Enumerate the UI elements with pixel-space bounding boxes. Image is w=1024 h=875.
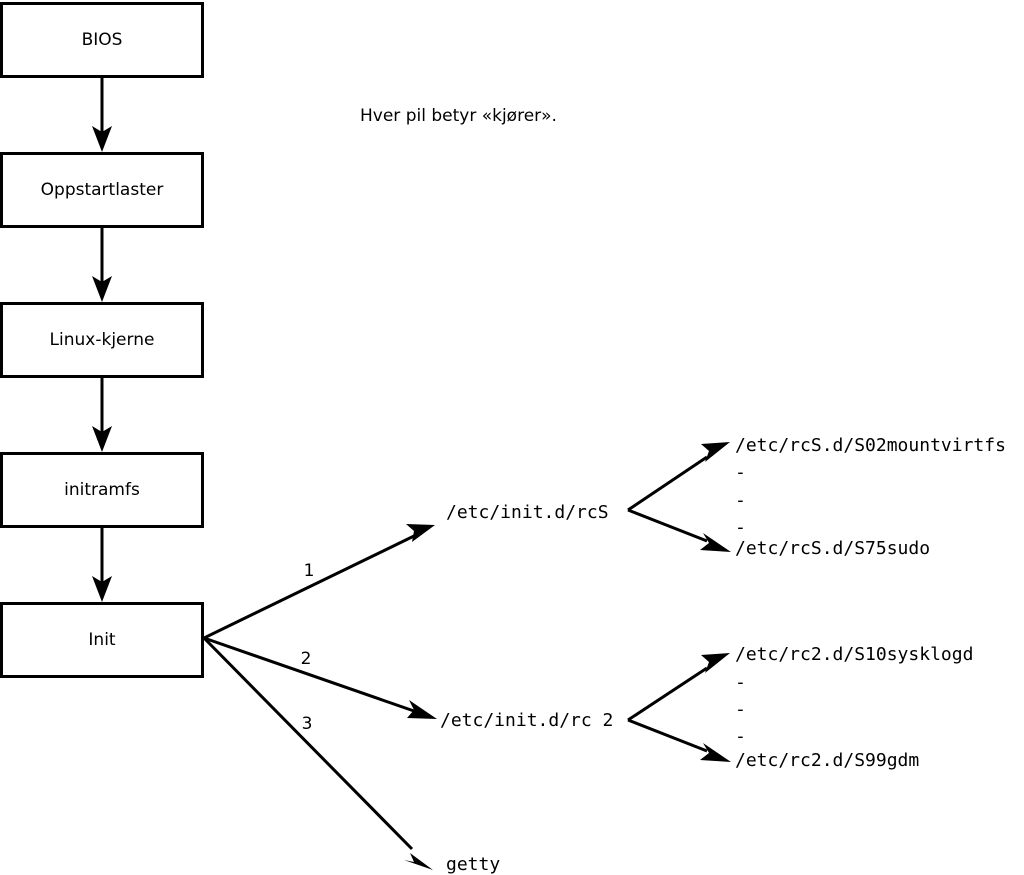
- node-bios-box[interactable]: [0, 2, 204, 78]
- node-bootloader-label: Oppstartlaster: [41, 180, 164, 200]
- node-kernel-label: Linux-kjerne: [50, 330, 155, 350]
- label-init-d-rc2: /etc/init.d/rc 2: [440, 710, 613, 731]
- label-rcs-dash-1: -: [735, 462, 746, 483]
- arrow-init-to-rcs: 1: [203, 524, 435, 640]
- arrow-bios-to-bootloader: [92, 77, 112, 152]
- arrow-init-to-rcs-line: [203, 534, 415, 640]
- arrow-rcs-to-last-script: [627, 508, 731, 552]
- node-init-box[interactable]: [0, 602, 204, 678]
- arrow-kernel-to-initramfs: [92, 377, 112, 452]
- arrow-rcs-to-first-script-line: [627, 455, 708, 512]
- node-initramfs-label: initramfs: [64, 480, 140, 500]
- node-initramfs[interactable]: initramfs: [0, 452, 204, 528]
- edge-label-2: 2: [301, 649, 312, 669]
- arrow-bootloader-to-kernel: [92, 227, 112, 302]
- label-rcs-script-first: /etc/rcS.d/S02mountvirtfs: [735, 435, 1006, 456]
- node-bootloader[interactable]: Oppstartlaster: [0, 152, 204, 228]
- legend-note: Hver pil betyr «kjører».: [360, 106, 557, 126]
- node-bios[interactable]: BIOS: [0, 2, 204, 78]
- arrow-rc2-to-first-script: [627, 653, 730, 722]
- label-rc2-dash-2: -: [735, 699, 746, 720]
- node-init[interactable]: Init: [0, 602, 204, 678]
- arrow-init-to-getty: 3: [202, 636, 433, 870]
- arrow-rcs-to-first-script-head: [701, 442, 730, 462]
- node-kernel-box[interactable]: [0, 302, 204, 378]
- edge-label-3: 3: [302, 714, 313, 734]
- arrow-initramfs-to-init: [92, 527, 112, 602]
- arrow-kernel-to-initramfs-head: [92, 426, 112, 452]
- arrow-rc2-to-first-script-line: [627, 666, 708, 722]
- arrow-rcs-to-first-script: [627, 442, 730, 512]
- arrow-rc2-to-last-script: [627, 718, 731, 762]
- label-rc2-script-last: /etc/rc2.d/S99gdm: [735, 750, 919, 771]
- node-initramfs-box[interactable]: [0, 452, 204, 528]
- label-rc2-script-first: /etc/rc2.d/S10sysklogd: [735, 644, 973, 665]
- arrow-initramfs-to-init-head: [92, 576, 112, 602]
- arrow-rc2-to-first-script-head: [701, 653, 730, 673]
- label-rcs-script-last: /etc/rcS.d/S75sudo: [735, 538, 930, 559]
- label-rc2-dash-1: -: [735, 672, 746, 693]
- arrow-init-to-rc2-head: [407, 700, 437, 719]
- label-getty: getty: [446, 854, 500, 875]
- arrow-rcs-to-last-script-line: [627, 508, 708, 543]
- node-bios-label: BIOS: [82, 30, 123, 50]
- arrow-init-to-rc2: 2: [203, 636, 437, 719]
- arrow-rcs-to-last-script-head: [700, 533, 731, 552]
- label-rcs-dash-3: -: [735, 517, 746, 538]
- label-init-d-rcs: /etc/init.d/rcS: [446, 502, 609, 523]
- arrow-rc2-to-last-script-line: [627, 718, 708, 753]
- arrow-init-to-getty-line: [202, 636, 414, 851]
- arrow-bios-to-bootloader-head: [92, 126, 112, 152]
- arrow-init-to-getty-head: [404, 853, 433, 870]
- arrow-bootloader-to-kernel-head: [92, 276, 112, 302]
- label-rc2-dash-3: -: [735, 726, 746, 747]
- node-bootloader-box[interactable]: [0, 152, 204, 228]
- arrow-init-to-rc2-line: [203, 636, 415, 713]
- edge-label-1: 1: [304, 561, 315, 581]
- arrow-init-to-rcs-head: [406, 524, 435, 542]
- arrow-rc2-to-last-script-head: [700, 743, 731, 762]
- node-init-label: Init: [88, 630, 116, 650]
- node-kernel[interactable]: Linux-kjerne: [0, 302, 204, 378]
- label-rcs-dash-2: -: [735, 490, 746, 511]
